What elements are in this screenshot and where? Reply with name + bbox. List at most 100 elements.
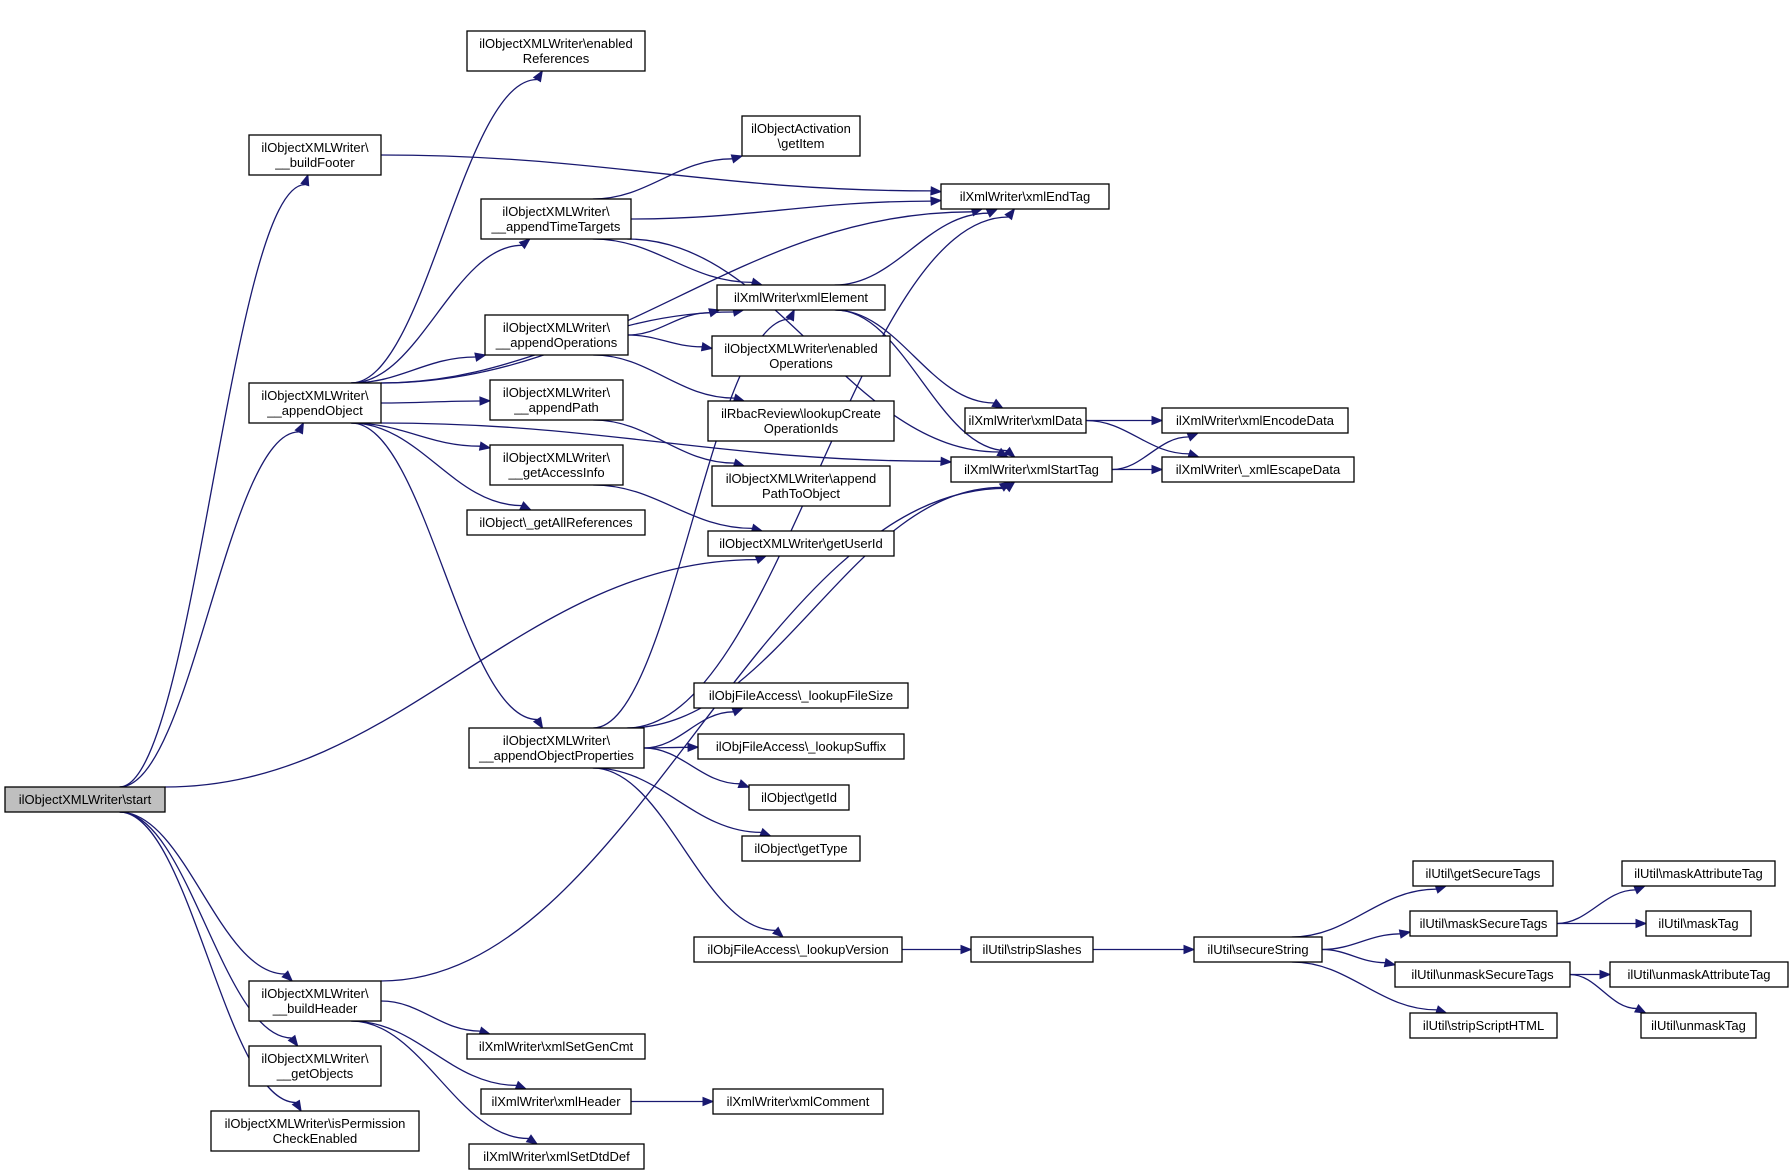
node-append-object-properties[interactable]: ilObjectXMLWriter\__appendObjectProperti…	[468, 727, 645, 769]
node-label: __appendObjectProperties	[478, 748, 634, 763]
node-label: References	[523, 51, 590, 66]
node-get-objects[interactable]: ilObjectXMLWriter\__getObjects	[248, 1045, 382, 1087]
node-label: ilObjFileAccess\_lookupFileSize	[709, 688, 893, 703]
node-xml-escape-data[interactable]: ilXmlWriter\_xmlEscapeData	[1161, 456, 1355, 483]
node-unmask-attribute-tag[interactable]: ilUtil\unmaskAttributeTag	[1609, 961, 1789, 988]
node-xml-encode-data[interactable]: ilXmlWriter\xmlEncodeData	[1161, 407, 1349, 434]
edge-build-header-to-xml-set-dtd-def	[351, 1020, 539, 1145]
node-label: ilUtil\unmaskTag	[1651, 1018, 1746, 1033]
node-label: __appendTimeTargets	[491, 219, 621, 234]
edge-strip-slashes-to-secure-string	[1093, 944, 1196, 955]
node-label: ilXmlWriter\xmlElement	[734, 290, 868, 305]
node-label: ilObjFileAccess\_lookupSuffix	[716, 739, 887, 754]
node-unmask-tag[interactable]: ilUtil\unmaskTag	[1640, 1012, 1757, 1039]
node-xml-comment[interactable]: ilXmlWriter\xmlComment	[712, 1088, 884, 1115]
edge-xml-start-tag-to-xml-encode-data	[1111, 432, 1200, 471]
node-get-access-info[interactable]: ilObjectXMLWriter\__getAccessInfo	[489, 444, 624, 486]
node-build-header[interactable]: ilObjectXMLWriter\__buildHeader	[248, 980, 382, 1022]
node-mask-tag[interactable]: ilUtil\maskTag	[1645, 910, 1752, 937]
node-lookup-file-size[interactable]: ilObjFileAccess\_lookupFileSize	[693, 682, 909, 709]
node-label: ilObjectXMLWriter\isPermission	[225, 1116, 406, 1131]
node-strip-script-html[interactable]: ilUtil\stripScriptHTML	[1409, 1012, 1558, 1039]
edge-start-to-get-user-id	[164, 555, 768, 788]
node-get-id[interactable]: ilObject\getId	[748, 784, 850, 811]
node-label: OperationIds	[764, 421, 839, 436]
node-label: __appendPath	[513, 400, 599, 415]
node-label: ilXmlWriter\xmlHeader	[491, 1094, 621, 1109]
node-xml-start-tag[interactable]: ilXmlWriter\xmlStartTag	[950, 456, 1113, 483]
node-label: ilXmlWriter\xmlSetGenCmt	[479, 1039, 634, 1054]
edge-append-path-to-append-path-to-object	[593, 419, 746, 468]
node-get-all-references[interactable]: ilObject\_getAllReferences	[466, 509, 646, 536]
node-layer: ilObjectXMLWriter\start ilObjectXMLWriter…	[4, 30, 1789, 1170]
node-get-secure-tags[interactable]: ilUtil\getSecureTags	[1412, 860, 1554, 887]
node-strip-slashes[interactable]: ilUtil\stripSlashes	[970, 936, 1094, 963]
node-label: ilObject\getId	[761, 790, 837, 805]
node-label: ilXmlWriter\xmlEncodeData	[1176, 413, 1335, 428]
node-label: ilObject\getType	[754, 841, 847, 856]
node-get-user-id[interactable]: ilObjectXMLWriter\getUserId	[707, 530, 895, 557]
edge-start-to-get-objects	[119, 811, 299, 1048]
node-append-operations[interactable]: ilObjectXMLWriter\__appendOperations	[484, 314, 629, 356]
edge-append-object-to-xml-start-tag	[380, 422, 953, 467]
node-label: ilUtil\unmaskAttributeTag	[1627, 967, 1770, 982]
node-get-type[interactable]: ilObject\getType	[741, 835, 861, 862]
node-label: ilXmlWriter\xmlStartTag	[964, 462, 1099, 477]
edge-append-operations-to-xml-element	[627, 308, 721, 336]
node-label: ilObjectActivation	[751, 121, 851, 136]
node-label: __getAccessInfo	[507, 465, 604, 480]
node-label: ilObjectXMLWriter\	[502, 204, 610, 219]
node-label: ilXmlWriter\xmlComment	[727, 1094, 870, 1109]
node-label: ilXmlWriter\xmlSetDtdDef	[483, 1149, 630, 1164]
node-append-object[interactable]: ilObjectXMLWriter\__appendObject	[248, 382, 382, 424]
edge-start-to-build-header	[119, 811, 294, 982]
node-label: ilObjectXMLWriter\	[261, 388, 369, 403]
node-label: ilUtil\maskSecureTags	[1420, 916, 1548, 931]
node-label: ilUtil\stripScriptHTML	[1423, 1018, 1544, 1033]
node-mask-secure-tags[interactable]: ilUtil\maskSecureTags	[1409, 910, 1558, 937]
node-mask-attribute-tag[interactable]: ilUtil\maskAttributeTag	[1621, 860, 1776, 887]
node-label: ilRbacReview\lookupCreate	[721, 406, 881, 421]
node-label: ilObjectXMLWriter\	[503, 733, 611, 748]
node-label: ilObjectXMLWriter\append	[726, 471, 877, 486]
node-lookup-version[interactable]: ilObjFileAccess\_lookupVersion	[693, 936, 903, 963]
node-label: ilObjectXMLWriter\	[503, 450, 611, 465]
node-lookup-suffix[interactable]: ilObjFileAccess\_lookupSuffix	[697, 733, 905, 760]
node-xml-element[interactable]: ilXmlWriter\xmlElement	[716, 284, 886, 311]
node-start[interactable]: ilObjectXMLWriter\start	[4, 786, 166, 813]
edge-append-object-to-enabled-references	[351, 69, 544, 384]
node-xml-set-gen-cmt[interactable]: ilXmlWriter\xmlSetGenCmt	[466, 1033, 646, 1060]
node-get-item[interactable]: ilObjectActivation\getItem	[741, 115, 861, 157]
edge-build-header-to-xml-start-tag	[380, 481, 1016, 982]
node-label: ilObjFileAccess\_lookupVersion	[707, 942, 888, 957]
node-build-footer[interactable]: ilObjectXMLWriter\__buildFooter	[248, 134, 382, 176]
node-xml-set-dtd-def[interactable]: ilXmlWriter\xmlSetDtdDef	[468, 1143, 645, 1170]
node-label: ilObjectXMLWriter\	[261, 140, 369, 155]
edge-xml-header-to-xml-comment	[631, 1096, 715, 1107]
node-label: __appendOperations	[495, 335, 618, 350]
node-xml-header[interactable]: ilXmlWriter\xmlHeader	[480, 1088, 632, 1115]
node-unmask-secure-tags[interactable]: ilUtil\unmaskSecureTags	[1394, 961, 1571, 988]
node-append-time-targets[interactable]: ilObjectXMLWriter\__appendTimeTargets	[480, 198, 632, 240]
node-append-path[interactable]: ilObjectXMLWriter\__appendPath	[489, 379, 624, 421]
node-xml-data[interactable]: ilXmlWriter\xmlData	[964, 407, 1087, 434]
node-label: __buildHeader	[272, 1001, 358, 1016]
node-label: ilObjectXMLWriter\start	[19, 792, 152, 807]
node-is-permission[interactable]: ilObjectXMLWriter\isPermissionCheckEnabl…	[210, 1110, 420, 1152]
edge-mask-secure-tags-to-mask-attribute-tag	[1556, 885, 1647, 925]
node-label: CheckEnabled	[273, 1131, 358, 1146]
node-label: __getObjects	[276, 1066, 354, 1081]
node-secure-string[interactable]: ilUtil\secureString	[1193, 936, 1323, 963]
node-label: ilXmlWriter\_xmlEscapeData	[1176, 462, 1341, 477]
edge-append-object-properties-to-lookup-suffix	[643, 742, 700, 753]
node-label: \getItem	[778, 136, 825, 151]
edge-secure-string-to-mask-secure-tags	[1321, 929, 1412, 951]
node-label: ilObjectXMLWriter\enabled	[479, 36, 632, 51]
edge-unmask-secure-tags-to-unmask-tag	[1569, 973, 1647, 1014]
edge-append-object-to-get-access-info	[351, 422, 492, 451]
node-xml-end-tag[interactable]: ilXmlWriter\xmlEndTag	[940, 183, 1110, 210]
